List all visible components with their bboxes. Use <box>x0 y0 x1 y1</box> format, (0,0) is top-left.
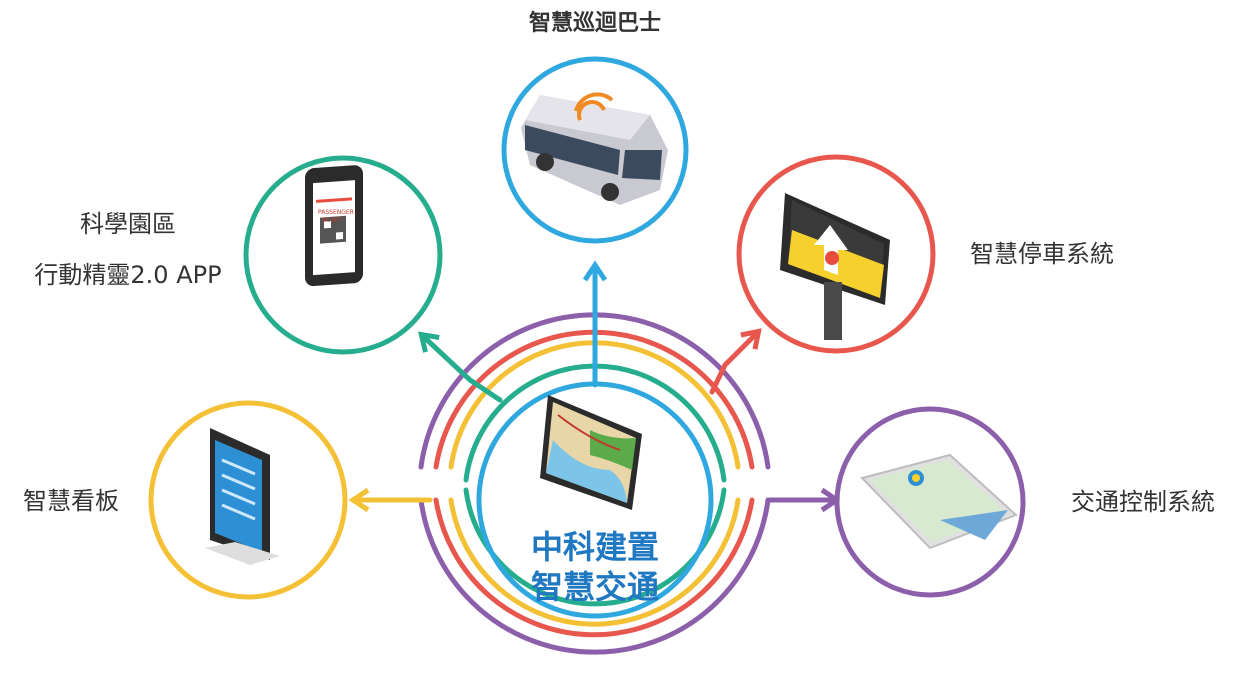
city-map-phone-icon <box>860 453 1018 550</box>
connector-parking <box>709 328 762 395</box>
ticket-text-1: PASSENGER <box>318 209 354 216</box>
ring-purple-lower <box>418 497 771 655</box>
label-board: 智慧看板 <box>23 487 119 515</box>
ring-yellow-lower <box>448 497 741 627</box>
connectors <box>348 260 842 513</box>
ring-red-lower <box>433 497 755 638</box>
digital-signage-icon <box>205 428 280 565</box>
label-bus: 智慧巡迴巴士 <box>529 10 661 36</box>
bus-icon <box>521 92 668 205</box>
map-icon <box>540 395 642 510</box>
label-parking: 智慧停車系統 <box>970 240 1114 268</box>
label-traffic: 交通控制系統 <box>1071 488 1215 516</box>
ticket-text-2: TICKET <box>320 217 342 224</box>
center-title-line1: 中科建置 <box>531 528 659 566</box>
label-app-line1: 科學園區 <box>80 210 176 238</box>
smartphone-ticket-icon: PASSENGER TICKET <box>305 165 363 287</box>
center-title-line2: 智慧交通 <box>531 568 659 606</box>
parking-billboard-icon <box>780 193 890 340</box>
label-app-line2: 行動精靈2.0 APP <box>34 261 221 289</box>
connector-app <box>418 331 503 403</box>
